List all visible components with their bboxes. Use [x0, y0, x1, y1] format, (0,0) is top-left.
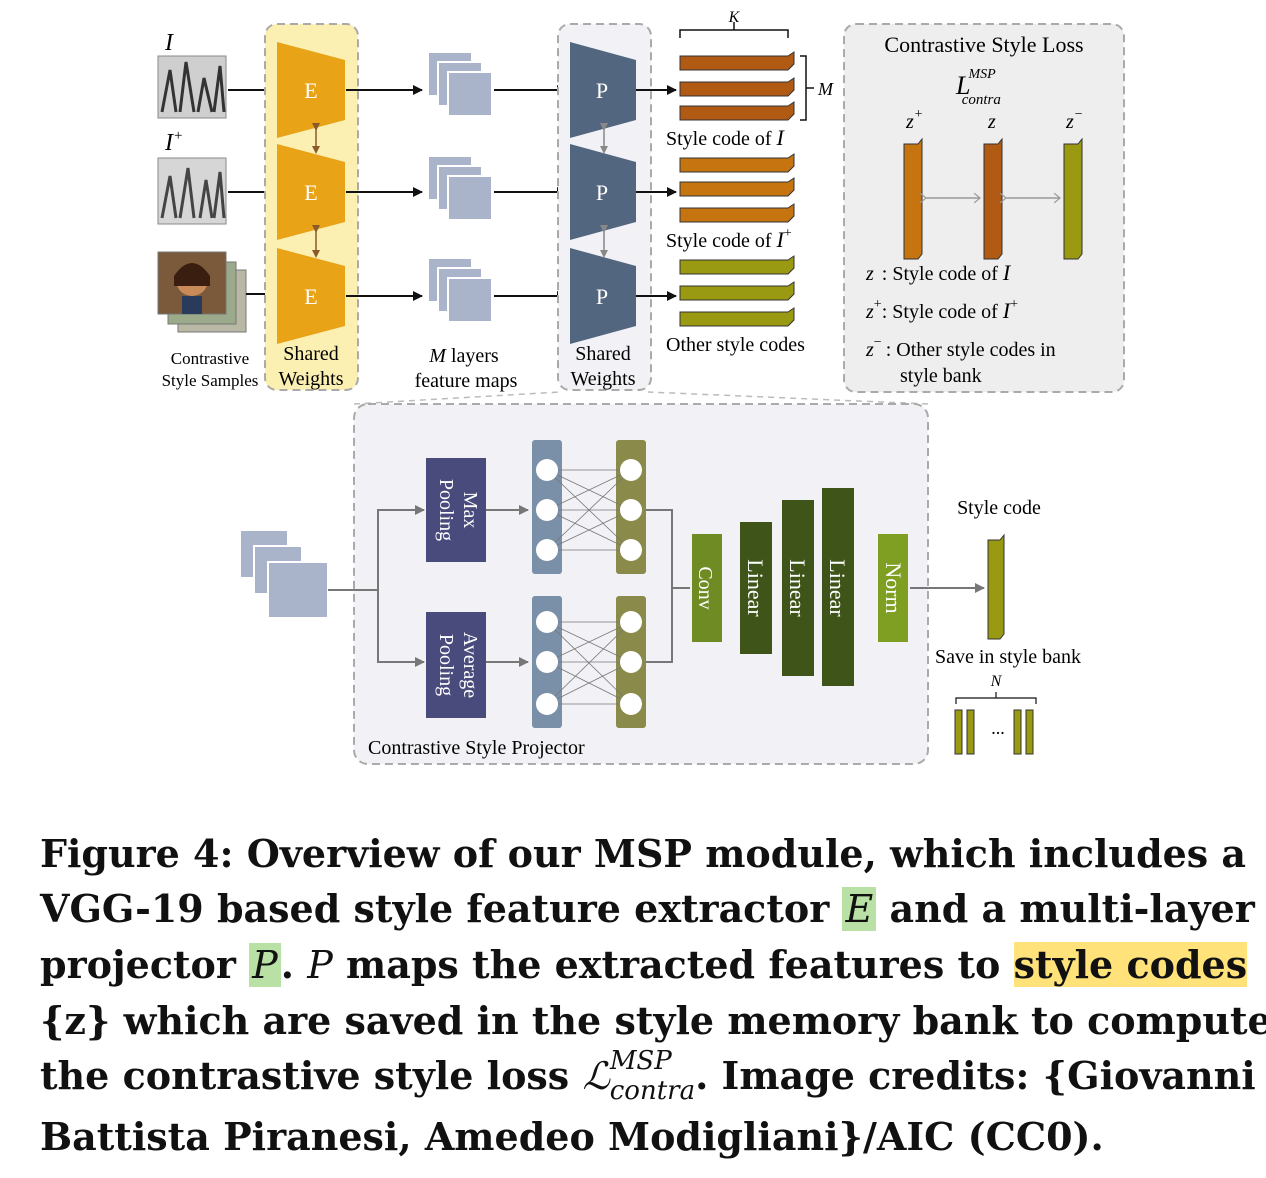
msp-diagram: I I+ Contrastive Style Samples E E E Sha…	[157, 9, 1125, 765]
encoder-shared-label: Shared	[283, 343, 339, 365]
projector-block	[570, 42, 636, 344]
z-label: z	[987, 111, 996, 133]
legend-z-minus: z−: Other style codes in	[865, 335, 1056, 361]
avg-pooling-block	[426, 612, 486, 718]
feature-maps-label: M layers	[428, 345, 499, 367]
style-bank	[954, 709, 1034, 755]
style-codes-i-plus	[679, 153, 795, 223]
norm-block	[878, 534, 908, 642]
projector-label-3: P	[596, 284, 608, 309]
output-style-code-bar	[987, 533, 1005, 640]
caption-line-2: VGG-19 based style feature extractor E a…	[40, 886, 1255, 931]
projector-detail-title: Contrastive Style Projector	[368, 737, 585, 759]
avg-pooling-label: AveragePooling	[435, 632, 481, 698]
max-pooling-block	[426, 458, 486, 562]
projector-label-1: P	[596, 78, 608, 103]
linear-block-3	[822, 488, 854, 686]
legend-z: z: Style code of I	[865, 260, 1012, 285]
caption-e-highlight: E	[842, 887, 877, 931]
caption-line-6: Battista Piranesi, Amedeo Modigliani}/AI…	[40, 1114, 1104, 1159]
save-in-bank-label: Save in style bank	[935, 646, 1081, 668]
feature-maps-label-2: feature maps	[415, 370, 518, 392]
m-label: M	[817, 79, 834, 99]
style-code-of-i-plus-label: Style code of I+	[666, 226, 792, 252]
caption-p-highlight: P	[249, 943, 281, 987]
encoder-label-1: E	[304, 78, 317, 103]
caption-line-3: projector P. P maps the extracted featur…	[40, 942, 1248, 987]
k-label: K	[728, 9, 741, 26]
norm-label: Norm	[881, 562, 906, 613]
linear-block-1	[740, 522, 772, 654]
encoder-label-3: E	[304, 284, 317, 309]
encoder-shared-label-2: Weights	[278, 368, 343, 390]
caption-line-1: Figure 4: Overview of our MSP module, wh…	[40, 831, 1247, 876]
z-plus-label: z+	[905, 107, 923, 133]
contrastive-samples-label-2: Style Samples	[162, 371, 259, 390]
feature-maps	[427, 51, 493, 323]
contrastive-samples-label: Contrastive	[171, 349, 249, 368]
mlp-top	[532, 440, 646, 574]
encoder-label-2: E	[304, 180, 317, 205]
conv-block	[692, 534, 722, 642]
output-style-code-label: Style code	[957, 497, 1041, 519]
other-style-codes	[679, 255, 795, 327]
max-pooling-label: MaxPooling	[435, 479, 481, 541]
bank-ellipsis: ...	[991, 718, 1005, 738]
linear-label-1: Linear	[743, 559, 768, 617]
style-codes-i	[679, 51, 795, 121]
loss-code-bars	[903, 137, 1083, 260]
style-code-of-i-label: Style code of I	[666, 125, 786, 150]
other-style-codes-label: Other style codes	[666, 334, 805, 356]
n-label: N	[990, 673, 1003, 690]
caption-line-4: {z} which are saved in the style memory …	[40, 998, 1266, 1043]
conv-label: Conv	[694, 566, 716, 609]
legend-z-plus: z+: Style code of I+	[865, 297, 1018, 323]
projector-shared-label-2: Weights	[570, 368, 635, 390]
linear-label-2: Linear	[785, 559, 810, 617]
projector-label-2: P	[596, 180, 608, 205]
figure-caption: Figure 4: Overview of our MSP module, wh…	[40, 826, 1266, 1164]
input-label-i-plus: I+	[164, 128, 183, 156]
input-image-i	[157, 55, 227, 119]
legend-z-minus-2: style bank	[900, 365, 982, 387]
contrastive-sample-stack	[157, 251, 247, 333]
linear-block-2	[782, 500, 814, 676]
encoder-block	[277, 42, 345, 344]
input-image-i-plus	[157, 157, 227, 225]
contrastive-loss-title: Contrastive Style Loss	[884, 32, 1083, 57]
z-minus-label: z−	[1065, 107, 1083, 133]
linear-label-3: Linear	[825, 559, 850, 617]
input-label-i: I	[164, 30, 174, 56]
caption-style-codes-highlight: style codes	[1013, 942, 1248, 987]
projector-shared-label: Shared	[575, 343, 631, 365]
caption-line-5: the contrastive style loss ℒMSPcontra. I…	[40, 1046, 1256, 1106]
mlp-bottom	[532, 596, 646, 728]
projector-input-features	[239, 529, 329, 619]
